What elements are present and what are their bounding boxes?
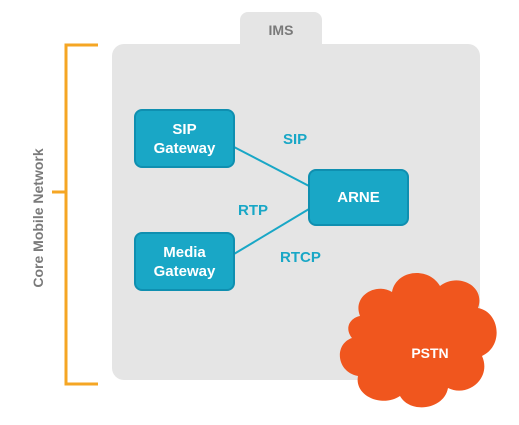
sip-gateway-label: SIP Gateway xyxy=(153,120,216,157)
arne-label: ARNE xyxy=(337,189,380,206)
core-network-bracket xyxy=(52,43,98,386)
rtp-edge-label: RTP xyxy=(238,202,268,219)
ims-tab-label: IMS xyxy=(240,12,322,48)
media-gateway-node: Media Gateway xyxy=(134,232,235,291)
media-link xyxy=(233,208,310,255)
core-mobile-network-label: Core Mobile Network xyxy=(30,148,46,288)
pstn-cloud xyxy=(339,273,497,408)
pstn-label: PSTN xyxy=(411,345,449,361)
media-gateway-label: Media Gateway xyxy=(153,243,216,280)
sip-edge-label: SIP xyxy=(283,131,308,148)
rtcp-edge-label: RTCP xyxy=(280,249,321,266)
sip-link xyxy=(233,146,310,187)
arne-node: ARNE xyxy=(308,169,409,226)
sip-gateway-node: SIP Gateway xyxy=(134,109,235,168)
